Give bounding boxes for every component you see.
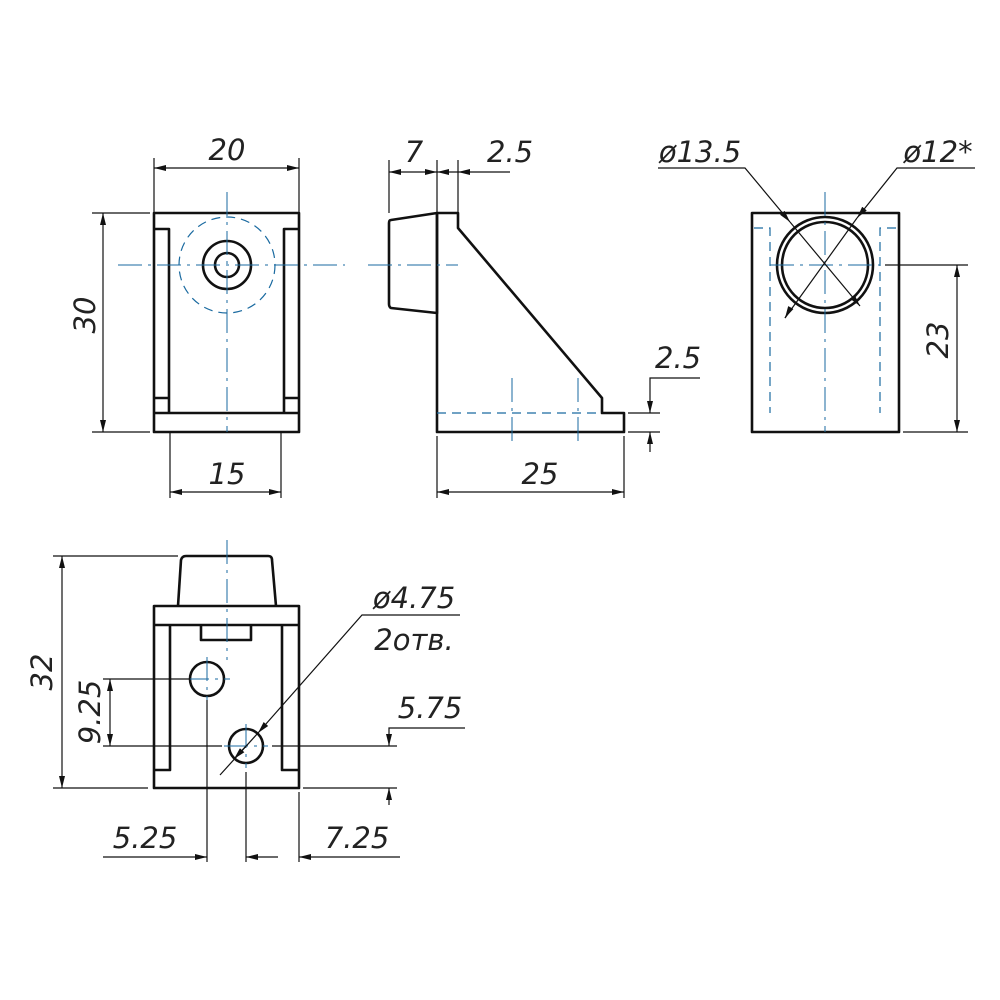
dim-step: 2.5 xyxy=(487,135,533,169)
dim-offset-right: 7.25 xyxy=(325,821,390,855)
dim-offset-bottom: 5.75 xyxy=(398,691,463,725)
dim-outer-diameter: ø13.5 xyxy=(658,135,741,169)
dim-hole-spacing: 9.25 xyxy=(73,680,107,745)
dim-base-thickness: 2.5 xyxy=(655,341,701,375)
dim-inner-width: 15 xyxy=(209,457,246,491)
bottom-view: 32 9.25 ø4.75 2отв. 5.75 5.25 7.25 xyxy=(25,540,465,862)
dim-total-height: 32 xyxy=(25,654,59,691)
dim-center-height: 23 xyxy=(921,322,955,359)
dim-height: 30 xyxy=(68,297,102,334)
dim-inner-diameter: ø12* xyxy=(902,135,972,169)
dim-hole-diameter: ø4.75 xyxy=(372,581,455,615)
side-view: 7 2.5 2.5 25 xyxy=(368,135,701,498)
front-view: 20 30 15 xyxy=(68,133,345,498)
top-view: ø13.5 ø12* 23 xyxy=(658,135,975,434)
dim-length: 25 xyxy=(522,457,559,491)
hole-count-note: 2отв. xyxy=(374,623,453,657)
dim-boss-depth: 7 xyxy=(405,135,424,169)
dim-width: 20 xyxy=(209,133,246,167)
dim-offset-left: 5.25 xyxy=(113,821,178,855)
